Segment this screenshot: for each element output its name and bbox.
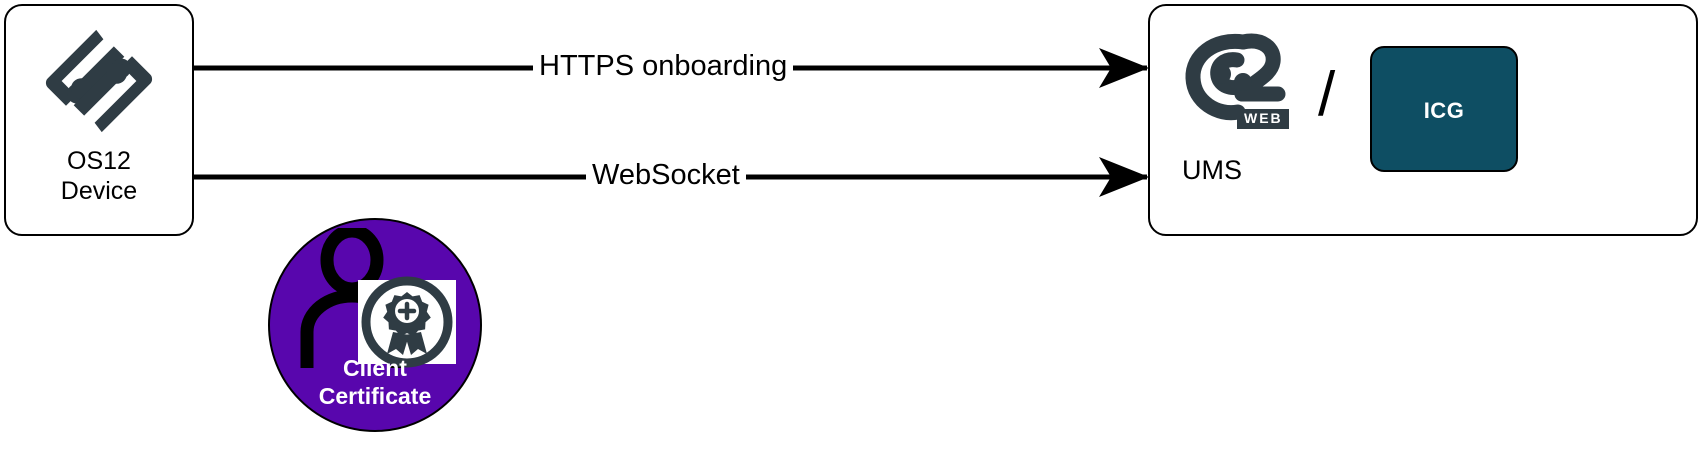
user-certificate-icon [300, 228, 456, 368]
badge-label-client-certificate: Client Certificate [318, 355, 432, 409]
edge-label-websocket: WebSocket [586, 158, 746, 192]
node-os12-device[interactable]: OS12 Device [4, 4, 194, 236]
node-ums[interactable]: WEB UMS / ICG [1148, 4, 1698, 236]
os12-logo-icon [45, 29, 153, 133]
ums-icg-separator: / [1318, 60, 1336, 129]
ums-web-logo-icon [1185, 33, 1286, 121]
ums-logo-group: WEB [1180, 24, 1310, 139]
node-label-os12-device: OS12 Device [60, 147, 138, 205]
ums-web-chip-label: WEB [1237, 109, 1289, 129]
node-label-ums: UMS [1182, 155, 1242, 185]
node-icg[interactable]: ICG [1370, 46, 1518, 172]
edge-label-https-onboarding: HTTPS onboarding [533, 49, 794, 83]
badge-client-certificate[interactable]: Client Certificate [268, 218, 482, 432]
node-label-icg: ICG [1423, 98, 1465, 123]
